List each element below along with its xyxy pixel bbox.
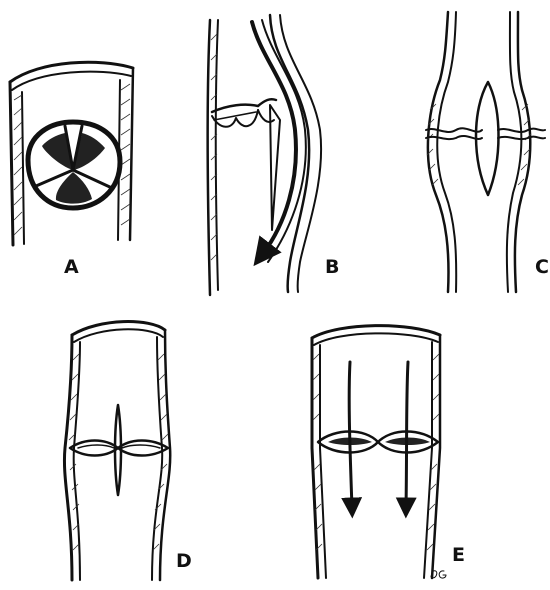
panel-label-b: B bbox=[325, 258, 339, 277]
panel-e-valve-cusps bbox=[318, 432, 438, 453]
panel-label-c: C bbox=[535, 258, 549, 277]
panel-a-drawing bbox=[10, 62, 133, 245]
panel-d-drawing bbox=[64, 322, 170, 580]
panel-c-vein-walls bbox=[427, 12, 531, 292]
panel-label-a: A bbox=[64, 258, 79, 277]
panel-d-vein-tube bbox=[64, 322, 170, 580]
panel-b-drawing bbox=[208, 15, 321, 295]
panel-e-drawing bbox=[312, 326, 440, 578]
panel-d-valve-cusps bbox=[70, 405, 168, 495]
panel-b-valve-cusps bbox=[212, 99, 280, 230]
panel-e-flow-arrows bbox=[349, 362, 408, 508]
panel-c-drawing bbox=[426, 12, 545, 292]
panel-label-d: D bbox=[176, 552, 192, 571]
panel-label-e: E bbox=[452, 546, 465, 565]
panel-a-valve-leaflets bbox=[28, 122, 120, 208]
